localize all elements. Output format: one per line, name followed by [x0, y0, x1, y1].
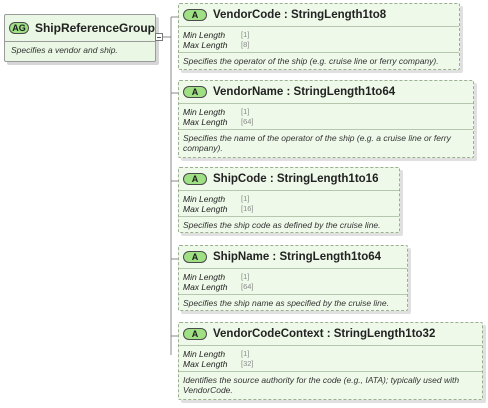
attribute-badge-icon: A: [183, 173, 207, 185]
attribute-header: A VendorName : StringLength1to64: [179, 81, 473, 104]
attribute-badge-icon: A: [183, 9, 207, 21]
facet-label: Max Length: [183, 359, 228, 369]
attribute-badge-icon: A: [183, 328, 207, 340]
attribute-description: Specifies the operator of the ship (e.g.…: [183, 56, 439, 66]
attribute-name: VendorCodeContext : StringLength1to32: [213, 328, 436, 340]
facet-max-length: Max Length [64]: [183, 117, 473, 127]
facet-label: Max Length: [183, 204, 228, 214]
attribute-badge-icon: A: [183, 251, 207, 263]
attribute-header: A ShipName : StringLength1to64: [179, 246, 407, 269]
facet-label: Max Length: [183, 282, 228, 292]
facet-min-length: Min Length [1]: [183, 107, 473, 117]
facets: Min Length [1] Max Length [32]: [179, 346, 482, 372]
attribute-badge-icon: A: [183, 86, 207, 98]
facet-max-length: Max Length [32]: [183, 359, 482, 369]
facet-value: [1]: [241, 30, 250, 39]
facet-max-length: Max Length [64]: [183, 282, 407, 292]
facet-min-length: Min Length [1]: [183, 194, 399, 204]
group-header: AG ShipReferenceGroup: [5, 15, 155, 42]
facet-value: [1]: [241, 107, 250, 116]
attribute-name: ShipCode : StringLength1to16: [213, 173, 379, 185]
attribute-header: A VendorCodeContext : StringLength1to32: [179, 323, 482, 346]
facets: Min Length [1] Max Length [8]: [179, 27, 459, 53]
facet-value: [1]: [241, 194, 250, 203]
facet-min-length: Min Length [1]: [183, 30, 459, 40]
facet-value: [16]: [241, 204, 254, 213]
facet-label: Min Length: [183, 349, 226, 359]
attribute-box-shipcode[interactable]: A ShipCode : StringLength1to16 Min Lengt…: [178, 167, 400, 233]
facet-label: Max Length: [183, 40, 228, 50]
facet-label: Min Length: [183, 194, 226, 204]
facet-value: [8]: [241, 40, 250, 49]
facet-max-length: Max Length [8]: [183, 40, 459, 50]
attribute-box-vendorcode[interactable]: A VendorCode : StringLength1to8 Min Leng…: [178, 3, 460, 70]
attribute-box-vendorname[interactable]: A VendorName : StringLength1to64 Min Len…: [178, 80, 474, 158]
facet-min-length: Min Length [1]: [183, 272, 407, 282]
attribute-group-badge-icon: AG: [9, 22, 29, 34]
attribute-name: VendorName : StringLength1to64: [213, 86, 396, 98]
attribute-description: Specifies the ship name as specified by …: [183, 298, 390, 308]
facet-value: [1]: [241, 272, 250, 281]
attribute-group-box[interactable]: AG ShipReferenceGroup Specifies a vendor…: [4, 14, 156, 62]
facet-value: [32]: [241, 359, 254, 368]
facet-label: Min Length: [183, 272, 226, 282]
facet-label: Min Length: [183, 107, 226, 117]
attribute-header: A VendorCode : StringLength1to8: [179, 4, 459, 27]
attribute-name: ShipName : StringLength1to64: [213, 251, 382, 263]
facet-label: Max Length: [183, 117, 228, 127]
attribute-name: VendorCode : StringLength1to8: [213, 9, 387, 21]
group-description: Specifies a vendor and ship.: [11, 45, 118, 55]
facets: Min Length [1] Max Length [16]: [179, 191, 399, 217]
facet-min-length: Min Length [1]: [183, 349, 482, 359]
facets: Min Length [1] Max Length [64]: [179, 104, 473, 130]
attribute-description: Specifies the ship code as defined by th…: [183, 220, 381, 230]
attribute-box-vendorcodecontext[interactable]: A VendorCodeContext : StringLength1to32 …: [178, 322, 483, 400]
facet-label: Min Length: [183, 30, 226, 40]
group-title: ShipReferenceGroup: [34, 21, 155, 35]
facet-value: [1]: [241, 349, 250, 358]
collapse-toggle-icon[interactable]: [155, 33, 163, 41]
attribute-description: Specifies the name of the operator of th…: [183, 133, 451, 153]
attribute-description: Identifies the source authority for the …: [183, 375, 460, 395]
attribute-header: A ShipCode : StringLength1to16: [179, 168, 399, 191]
facet-max-length: Max Length [16]: [183, 204, 399, 214]
facets: Min Length [1] Max Length [64]: [179, 269, 407, 295]
attribute-box-shipname[interactable]: A ShipName : StringLength1to64 Min Lengt…: [178, 245, 408, 311]
facet-value: [64]: [241, 282, 254, 291]
facet-value: [64]: [241, 117, 254, 126]
